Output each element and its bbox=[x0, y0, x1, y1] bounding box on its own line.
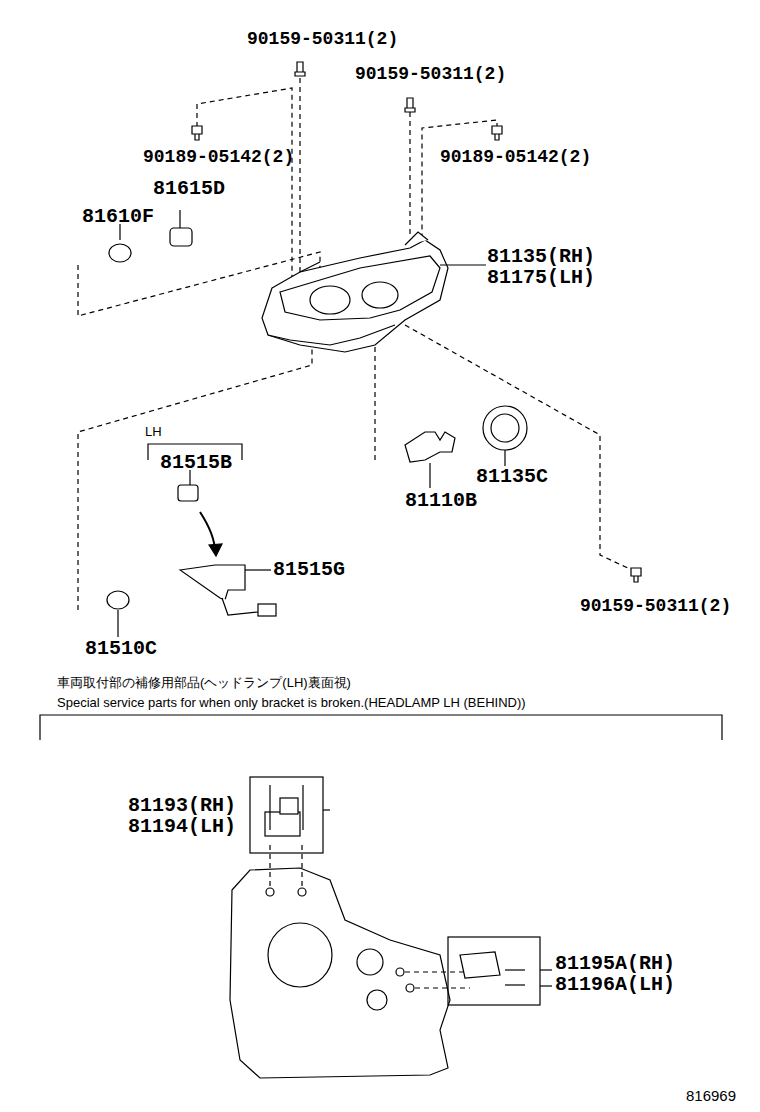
side-label: LH bbox=[145, 425, 162, 439]
part-number: 81193(RH) bbox=[128, 795, 236, 817]
bracket-parts bbox=[250, 777, 552, 1005]
part-number: 81135(RH) bbox=[487, 246, 595, 268]
part-number: 81195A(RH) bbox=[555, 953, 675, 975]
part-number: 81196A(LH) bbox=[555, 974, 675, 996]
part-number: 81515G bbox=[273, 559, 345, 581]
part-number: 81610F bbox=[82, 206, 154, 228]
dashed-leaders bbox=[270, 845, 470, 988]
part-number: 90159-50311(2) bbox=[355, 65, 506, 85]
headlamp-back bbox=[230, 868, 450, 1078]
drawing-number: 816969 bbox=[686, 1088, 736, 1105]
part-number: 81515B bbox=[160, 452, 232, 474]
small-parts bbox=[107, 210, 527, 637]
dashed-leaders bbox=[78, 78, 632, 610]
part-number: 81510C bbox=[85, 638, 157, 660]
part-number: 81615D bbox=[153, 178, 225, 200]
section-frame bbox=[40, 715, 722, 740]
screws bbox=[192, 62, 641, 582]
part-number: 81175(LH) bbox=[487, 267, 595, 289]
part-number: 90189-05142(2) bbox=[143, 148, 294, 168]
note-text: 車両取付部の補修用部品(ヘッドランプ(LH)裏面視) bbox=[57, 676, 351, 690]
part-number: 90159-50311(2) bbox=[247, 30, 398, 50]
part-number: 81135C bbox=[476, 466, 548, 488]
part-number: 90159-50311(2) bbox=[580, 597, 731, 617]
headlamp-assembly bbox=[262, 232, 448, 352]
part-number: 90189-05142(2) bbox=[440, 148, 591, 168]
note-text: Special service parts for when only brac… bbox=[57, 696, 526, 710]
part-number: 81194(LH) bbox=[128, 816, 236, 838]
part-number: 81110B bbox=[405, 490, 477, 512]
